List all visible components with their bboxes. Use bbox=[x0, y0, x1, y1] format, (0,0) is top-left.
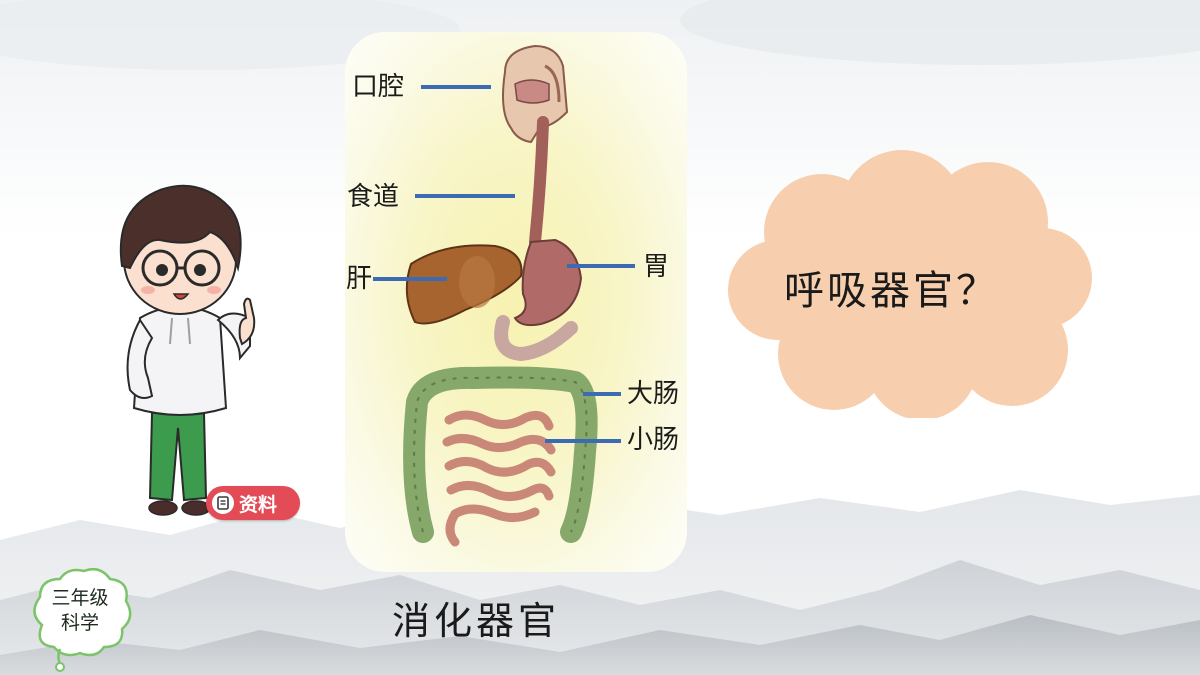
label-small-intestine: 小肠 bbox=[627, 425, 680, 455]
thought-cloud bbox=[728, 150, 1092, 418]
grade-level: 三年级 bbox=[51, 587, 109, 609]
grade-badge: 三年级 科学 bbox=[24, 563, 136, 673]
resource-button[interactable]: 资料 bbox=[206, 486, 300, 520]
label-mouth: 口腔 bbox=[352, 72, 405, 102]
grade-subject: 科学 bbox=[60, 612, 99, 634]
diagram-caption: 消化器官 bbox=[392, 599, 561, 643]
cloud-question: 呼吸器官？ bbox=[784, 268, 999, 314]
cartoon-boy-illustration bbox=[119, 184, 256, 516]
label-large-intestine: 大肠 bbox=[627, 379, 680, 409]
label-liver: 肝 bbox=[346, 264, 373, 294]
label-stomach: 胃 bbox=[643, 252, 670, 282]
leader-lines bbox=[373, 85, 635, 443]
digestive-system-illustration bbox=[403, 44, 598, 547]
label-esophagus: 食道 bbox=[347, 182, 400, 212]
resource-label: 资料 bbox=[239, 493, 278, 516]
notebook-icon bbox=[212, 492, 234, 514]
digestive-diagram-panel bbox=[345, 32, 687, 572]
grade-badge-cloud bbox=[33, 568, 132, 672]
